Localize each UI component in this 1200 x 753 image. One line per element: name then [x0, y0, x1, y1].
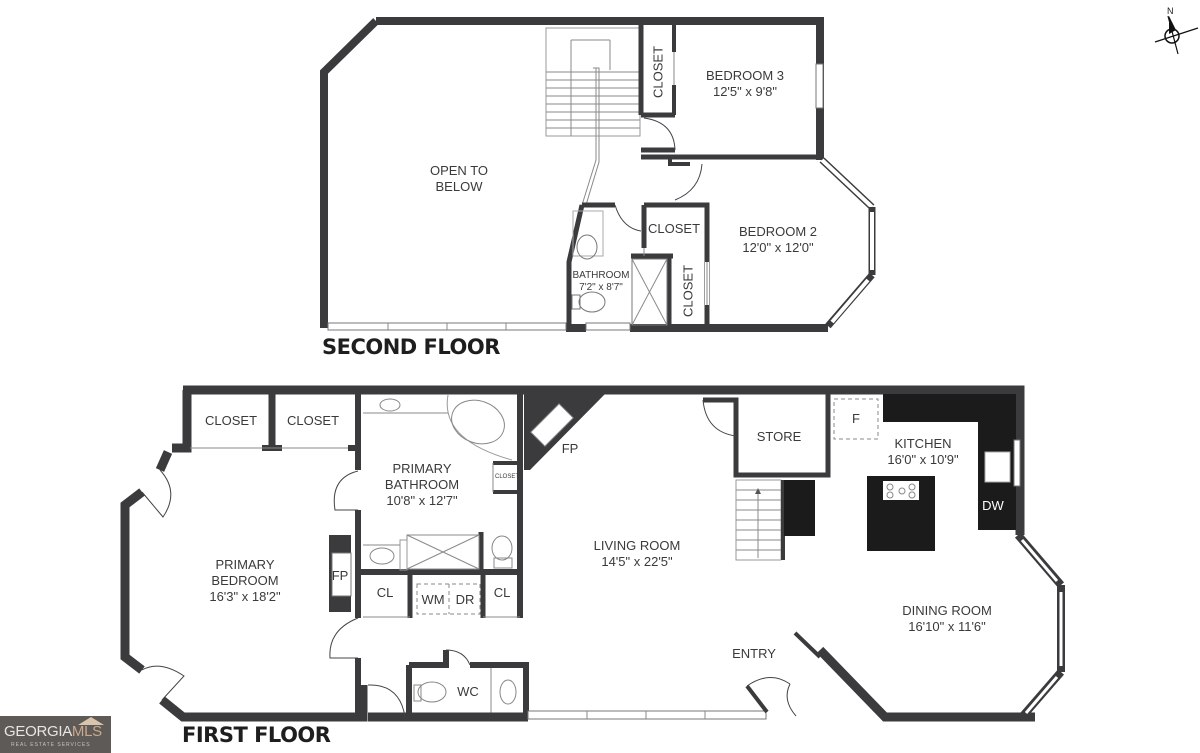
north-arrow-icon: N — [1150, 2, 1200, 57]
closet-label: CL — [493, 585, 511, 600]
room-living-room: LIVING ROOM 14'5" x 22'5" — [593, 538, 681, 569]
room-primary-bedroom: PRIMARY BEDROOM 16'3" x 18'2" — [209, 557, 281, 604]
room-bathroom: BATHROOM 7'2" x 8'7" — [572, 270, 630, 293]
second-floor-title: SECOND FLOOR — [322, 335, 500, 359]
logo-tagline: REAL ESTATE SERVICES — [11, 742, 91, 748]
closet-label: CL — [376, 585, 394, 600]
house-roof-icon — [78, 717, 104, 725]
store-label: STORE — [756, 429, 802, 444]
closet-label: CLOSET — [650, 45, 666, 99]
room-dining-room: DINING ROOM 16'10" x 11'6" — [902, 603, 992, 634]
closet-label: CLOSET — [494, 474, 520, 480]
wc-label: WC — [457, 684, 479, 699]
fridge-label: F — [852, 411, 860, 426]
room-bedroom-2: BEDROOM 2 12'0" x 12'0" — [738, 224, 818, 255]
closet-label: CLOSET — [647, 221, 701, 236]
first-floor-plan — [120, 385, 1065, 722]
room-kitchen: KITCHEN 16'0" x 10'9" — [887, 436, 959, 467]
georgia-mls-logo: GEORGIAMLS REAL ESTATE SERVICES — [0, 716, 111, 753]
svg-text:N: N — [1167, 6, 1174, 16]
room-open-to-below: OPEN TO BELOW — [429, 163, 489, 194]
entry-label: ENTRY — [732, 646, 776, 661]
stairs-upper — [545, 27, 641, 206]
closet-label: CLOSET — [204, 413, 258, 428]
dishwasher-label: DW — [982, 498, 1004, 513]
second-floor-plan — [320, 17, 876, 332]
fireplace-label: FP — [331, 568, 349, 583]
first-floor-title: FIRST FLOOR — [182, 723, 331, 747]
logo-wordmark: GEORGIAMLS — [4, 723, 102, 740]
closet-label: CLOSET — [680, 264, 696, 318]
room-primary-bathroom: PRIMARY BATHROOM 10'8" x 12'7" — [384, 461, 460, 508]
room-bedroom-3: BEDROOM 3 12'5" x 9'8" — [705, 68, 785, 99]
closet-label: CLOSET — [286, 413, 340, 428]
fireplace-label: FP — [561, 441, 579, 456]
washer-label: WM — [421, 592, 445, 607]
dryer-label: DR — [455, 592, 475, 607]
